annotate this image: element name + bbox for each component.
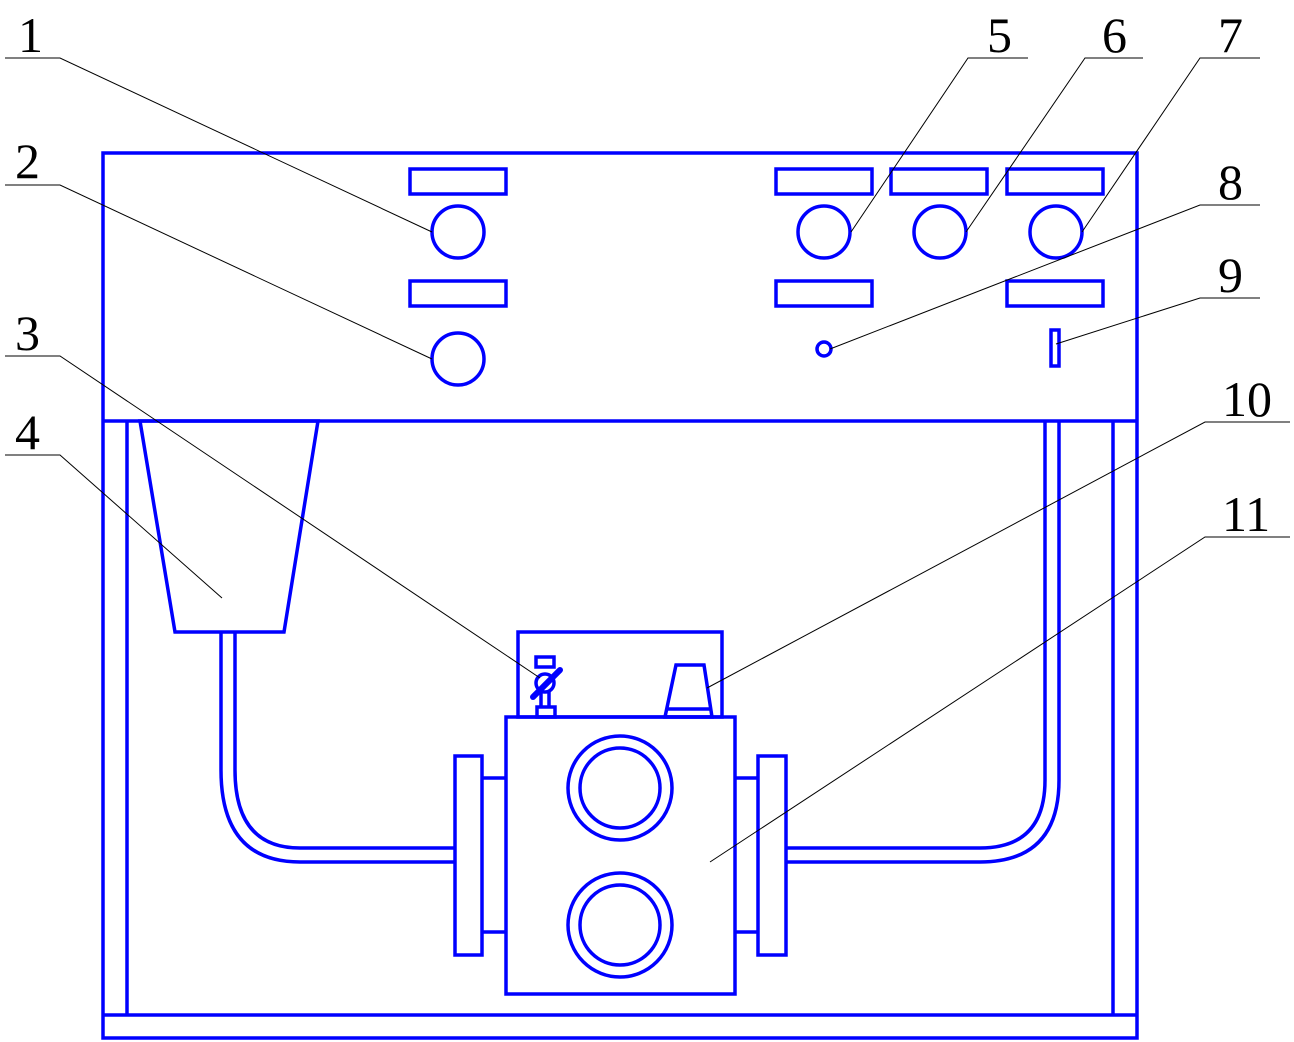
gauge-7: [1028, 204, 1084, 260]
label-3: 3: [15, 305, 40, 361]
label-9: 9: [1218, 247, 1243, 303]
control-panel: [408, 167, 1105, 387]
pipes: [219, 421, 1061, 864]
indicator-8: [815, 340, 833, 358]
label-6: 6: [1102, 7, 1127, 63]
label-1: 1: [18, 7, 43, 63]
display-window: [1005, 167, 1105, 196]
part-labels: 1 2 3 4 5 6 7 8 9 10 11: [15, 7, 1272, 542]
label-11: 11: [1222, 486, 1270, 542]
display-window: [774, 167, 874, 196]
left-flange: [453, 754, 484, 957]
gauge-1: [430, 204, 486, 260]
pump-11: [453, 630, 788, 996]
valve-3: [530, 655, 563, 719]
label-5: 5: [987, 7, 1012, 63]
display-window: [408, 167, 508, 196]
display-window: [408, 279, 508, 308]
label-4: 4: [15, 404, 40, 460]
cone-10: [662, 663, 715, 719]
display-window: [774, 279, 874, 308]
label-7: 7: [1218, 7, 1243, 63]
right-flange: [756, 754, 788, 957]
gauge-5: [796, 204, 852, 260]
leader-lines: [5, 57, 1290, 863]
switch-9: [1049, 328, 1061, 368]
frame: [101, 151, 1139, 1040]
label-10: 10: [1222, 371, 1272, 427]
hopper-4: [137, 419, 321, 634]
gauge-6: [912, 204, 968, 260]
label-8: 8: [1218, 154, 1243, 210]
gauge-2: [430, 331, 486, 387]
display-window: [889, 167, 989, 196]
display-window: [1005, 279, 1105, 308]
label-2: 2: [15, 133, 40, 189]
